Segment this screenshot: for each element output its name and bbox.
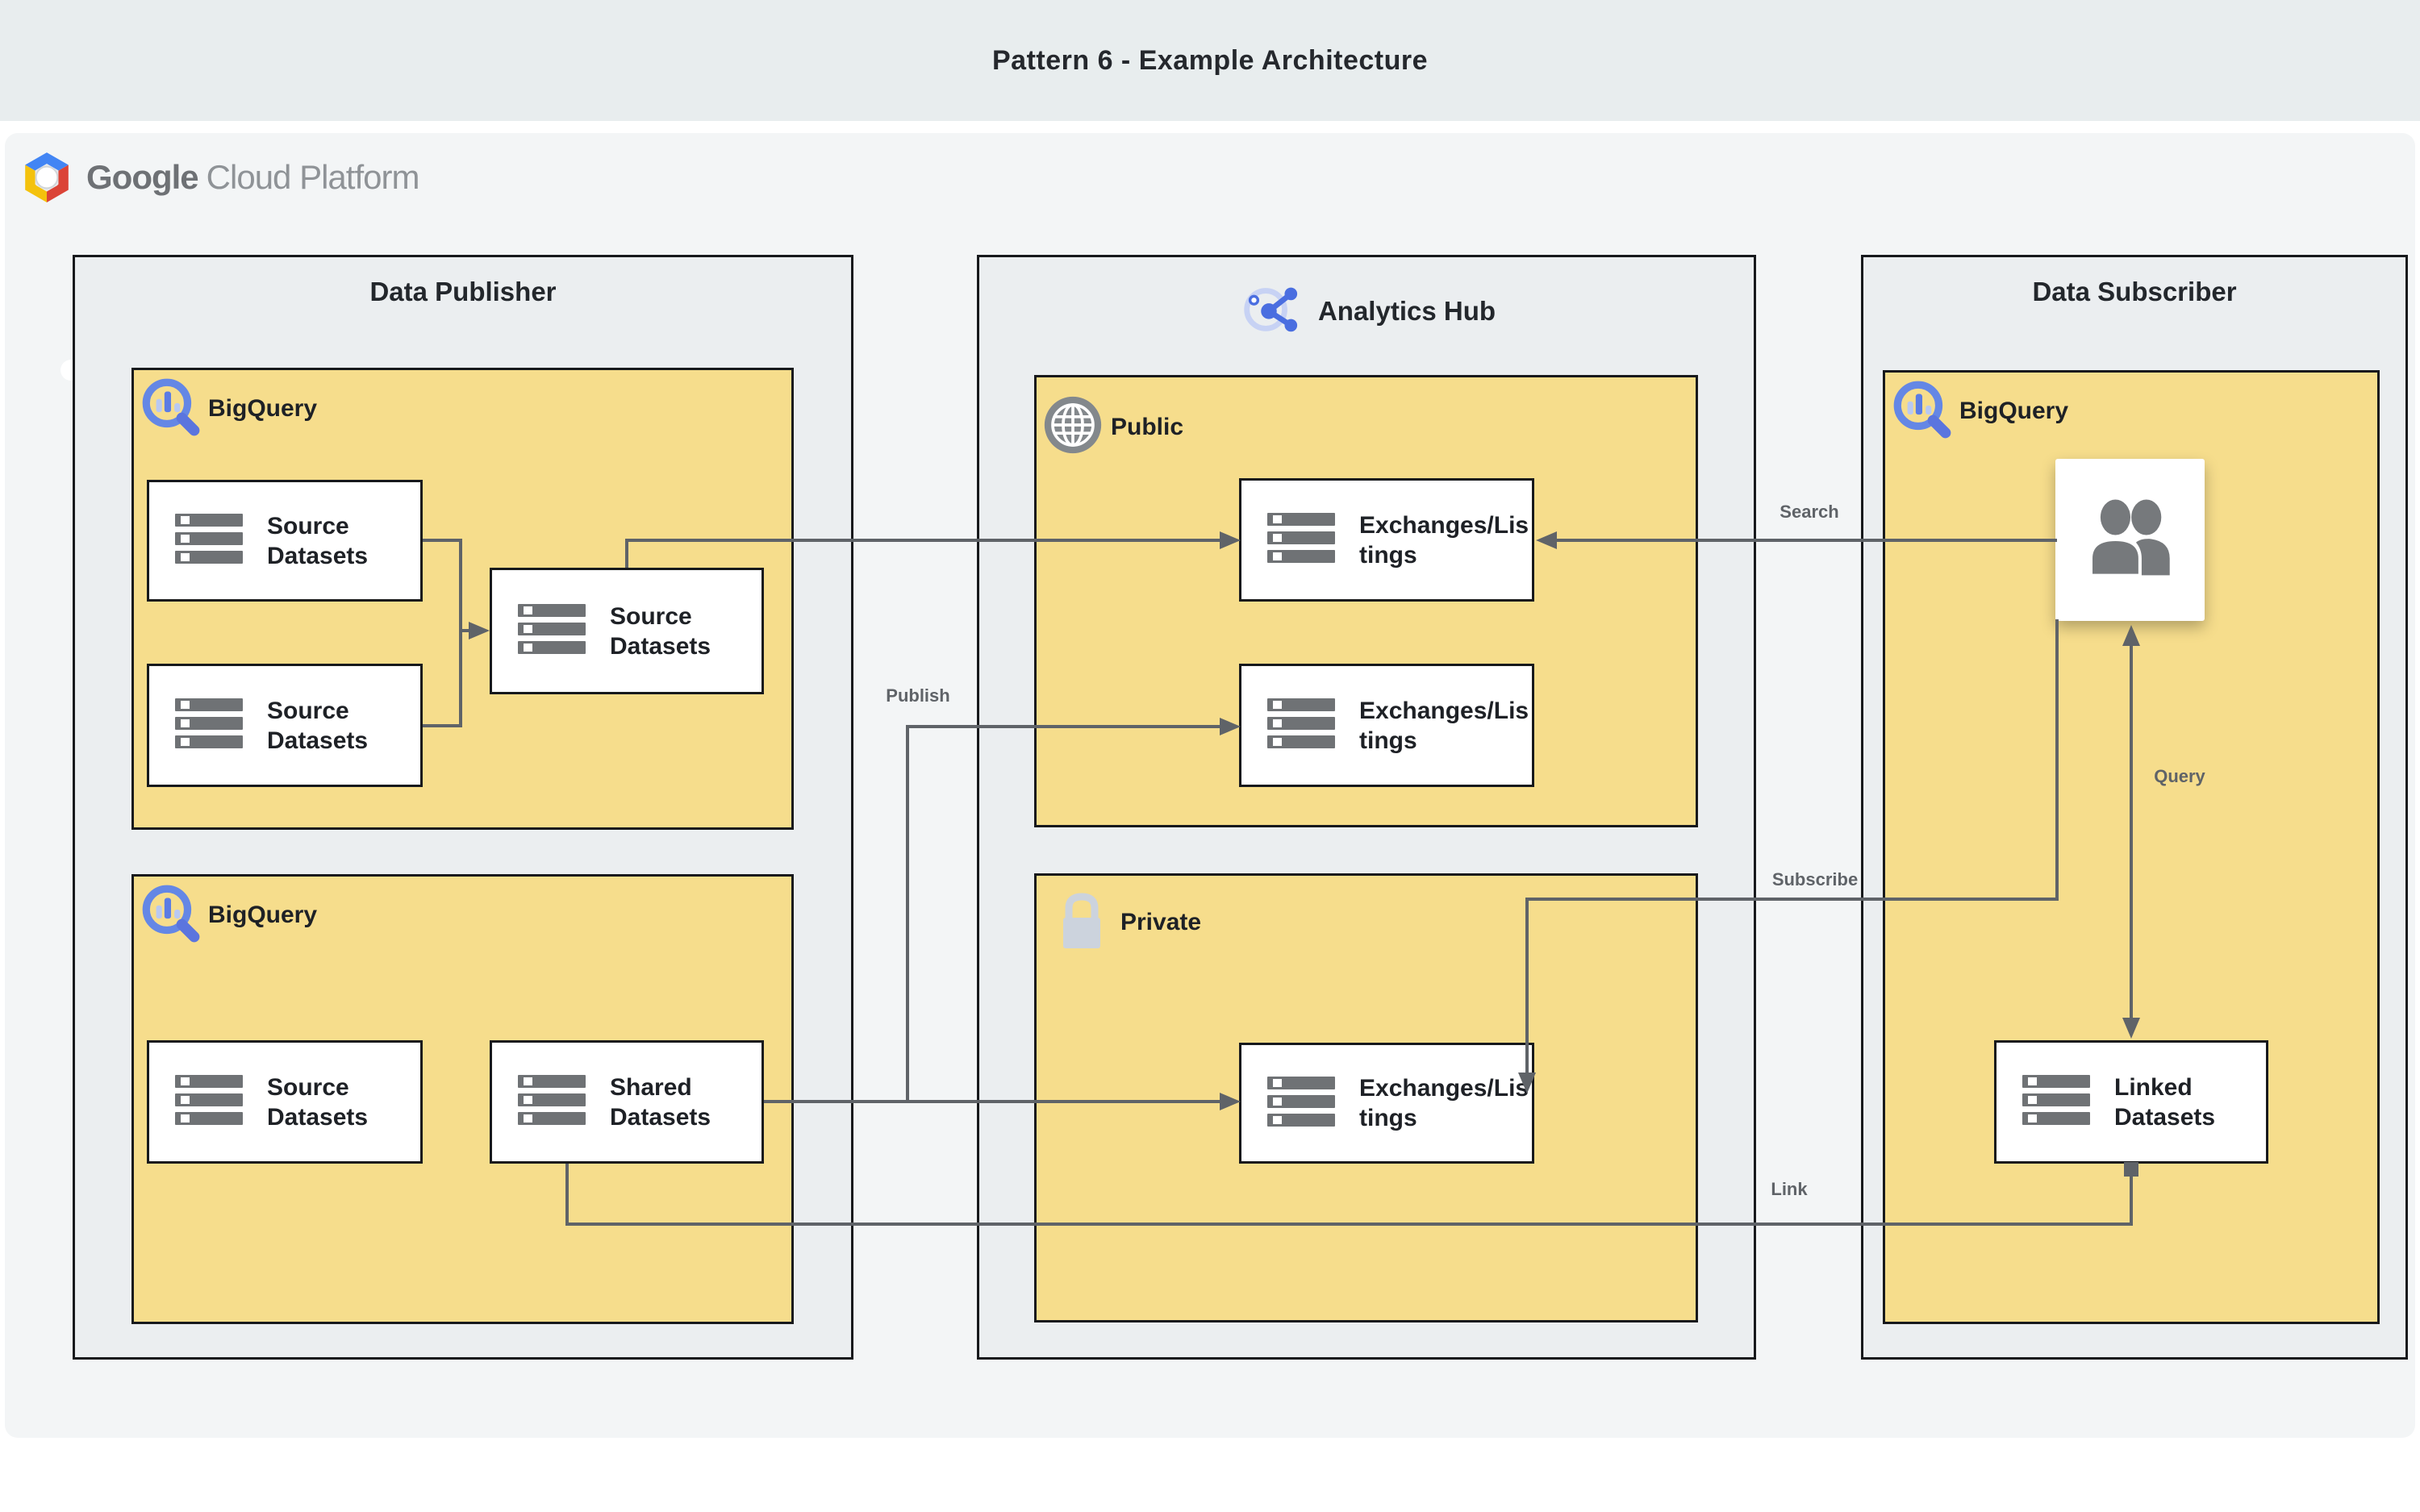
bigquery-icon [1888,376,1955,446]
node-source-datasets-merged: Source Datasets [490,568,764,694]
page-title: Pattern 6 - Example Architecture [991,45,1429,76]
datasets-icon [518,1075,589,1129]
bigquery-label: BigQuery [208,901,318,928]
data-subscriber-title: Data Subscriber [1863,277,2405,307]
data-publisher-title: Data Publisher [75,277,851,307]
node-label: Exchanges/Lis tings [1359,1075,1529,1131]
datasets-icon [2022,1075,2093,1129]
bigquery-icon [137,373,203,444]
datasets-icon [175,1075,246,1129]
subscriber-users-card [2055,459,2205,621]
node-source-datasets-b: Source Datasets [147,664,423,787]
node-shared-datasets: Shared Datasets [490,1040,764,1164]
private-label: Private [1120,908,1202,935]
node-source-datasets-a: Source Datasets [147,480,423,602]
node-exchanges-listings-private: Exchanges/Lis tings [1239,1043,1534,1164]
node-label: Linked Datasets [2114,1073,2216,1131]
bigquery-icon [137,880,203,950]
node-exchanges-listings-public-bottom: Exchanges/Lis tings [1239,664,1534,787]
datasets-icon [1267,698,1338,752]
bigquery-label: BigQuery [208,394,318,422]
node-label: Source Datasets [267,697,369,754]
bigquery-label: BigQuery [1959,397,2069,424]
gcp-hexagon-icon [20,151,73,204]
node-label: Shared Datasets [610,1073,711,1131]
public-label: Public [1111,413,1184,440]
logo-google-label: Google [86,158,199,196]
edge-label-subscribe: Subscribe [1771,869,1859,889]
node-linked-datasets: Linked Datasets [1994,1040,2268,1164]
analytics-hub-title: Analytics Hub [979,277,1754,346]
edge-label-query: Query [2154,766,2205,786]
globe-icon [1043,395,1103,459]
edge-label-search: Search [1780,502,1839,522]
analytics-hub-title-label: Analytics Hub [1317,296,1496,326]
datasets-icon [175,698,246,752]
datasets-icon [1267,1076,1338,1131]
datasets-icon [175,514,246,568]
datasets-icon [518,604,589,658]
edge-label-publish: Publish [886,685,950,706]
datasets-icon [1267,513,1338,567]
title-band [0,0,2420,121]
node-label: Source Datasets [267,512,369,569]
node-label: Exchanges/Lis tings [1359,511,1529,569]
users-icon [2084,491,2177,589]
node-label: Exchanges/Lis tings [1359,697,1529,754]
data-publisher-title-label: Data Publisher [369,277,557,306]
node-label: Source Datasets [610,602,711,660]
node-label: Source Datasets [267,1073,369,1131]
edge-label-link: Link [1771,1179,1808,1199]
node-source-datasets-bottom: Source Datasets [147,1040,423,1164]
lock-icon [1061,890,1103,954]
logo-cloud-platform-label: Cloud Platform [206,158,420,196]
node-exchanges-listings-public-top: Exchanges/Lis tings [1239,478,1534,602]
data-subscriber-title-label: Data Subscriber [2032,277,2237,306]
analytics-hub-icon [1237,277,1300,346]
